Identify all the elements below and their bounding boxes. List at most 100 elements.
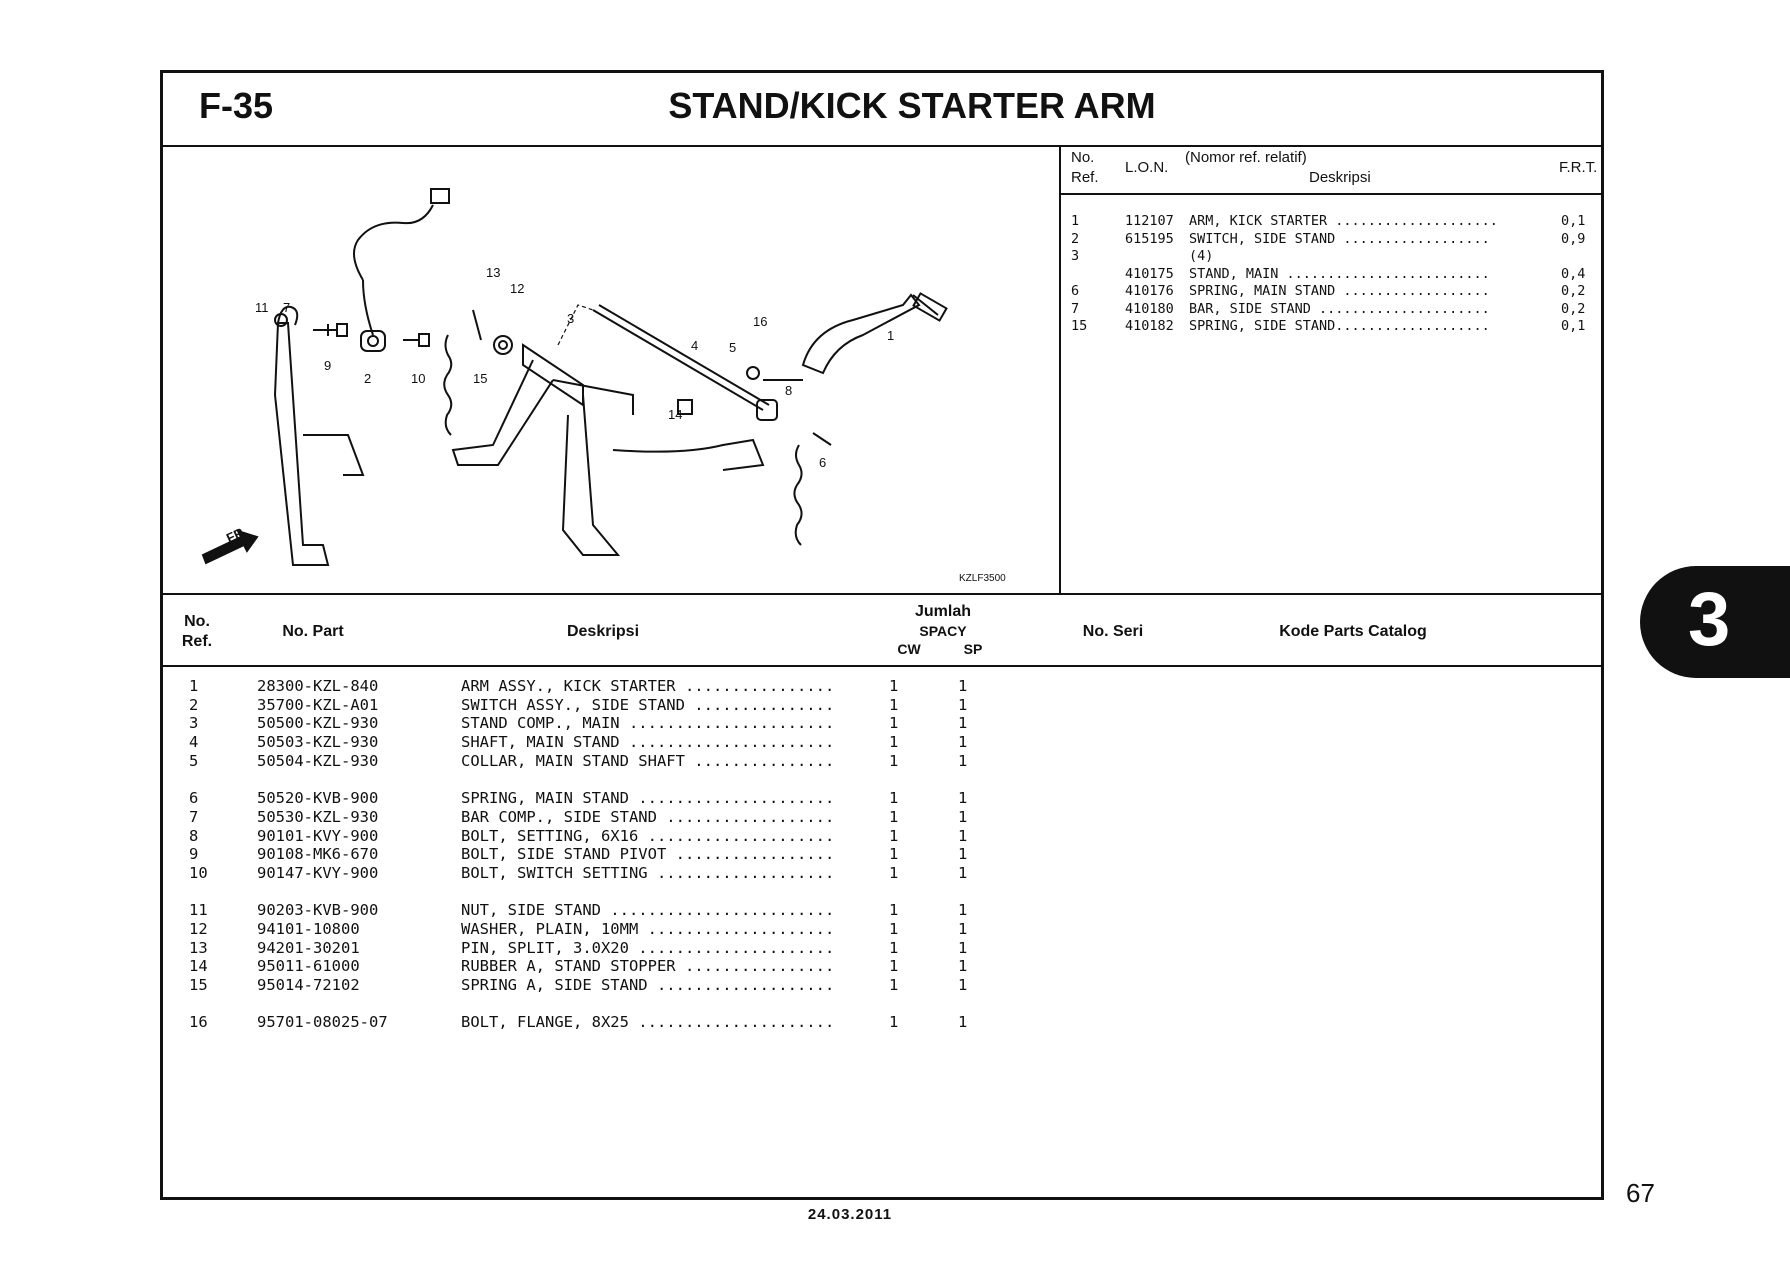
row-part-number: 90108-MK6-670 (257, 845, 379, 864)
row-description: SPRING, MAIN STAND ..................... (461, 789, 835, 808)
row-ref: 14 (189, 957, 208, 976)
row-qty-cw: 1 (889, 901, 899, 920)
header-jumlah: Jumlah (914, 603, 971, 620)
page-title: STAND/KICK STARTER ARM (668, 85, 1156, 126)
row-part-number: 50530-KZL-930 (257, 807, 379, 826)
title-bar: F-35 STAND/KICK STARTER ARM (163, 73, 1601, 147)
frt-desc: BAR, SIDE STAND ..................... (1189, 300, 1490, 317)
callout-6: 6 (819, 455, 826, 470)
frt-desc: SPRING, SIDE STAND................... (1189, 318, 1490, 334)
frt-desc: STAND, MAIN ......................... (1189, 265, 1490, 282)
callout-8: 8 (785, 383, 792, 398)
callout-11: 11 (255, 300, 269, 315)
frt-header-desc: Deskripsi (1309, 169, 1371, 186)
row-qty-cw: 1 (889, 1013, 899, 1032)
row-qty-cw: 1 (889, 733, 899, 752)
frt-row: 410175 STAND, MAIN ......................… (1059, 266, 1604, 284)
row-ref: 13 (189, 938, 208, 957)
row-part-number: 90101-KVY-900 (257, 826, 379, 845)
row-part-number: 95011-61000 (257, 957, 360, 976)
parts-illustration: 11 7 9 2 10 15 13 12 3 4 5 14 8 6 16 1 F… (201, 188, 1006, 584)
row-part-number: 28300-KZL-840 (257, 677, 379, 695)
frt-desc: SPRING, MAIN STAND .................. (1189, 283, 1490, 299)
callout-15: 15 (473, 371, 487, 386)
row-part-number: 50504-KZL-930 (257, 751, 379, 770)
frt-desc: SWITCH, SIDE STAND .................. (1189, 230, 1490, 247)
row-qty-cw: 1 (889, 863, 899, 882)
header-desc: Deskripsi (566, 623, 640, 640)
row-qty-cw: 1 (889, 677, 899, 695)
frt-ref: 15 (1071, 318, 1088, 334)
callout-13: 13 (486, 265, 500, 280)
row-ref: 9 (189, 845, 199, 864)
table-row: 11 90203-KVB-900 NUT, SIDE STAND .........… (163, 901, 1601, 920)
row-qty-sp: 1 (958, 826, 968, 845)
frt-value: 0,9 (1561, 230, 1586, 247)
row-qty-cw: 1 (889, 714, 899, 733)
parts-table-header: No. Ref. No. Part Deskripsi Jumlah SPACY… (163, 593, 1601, 667)
row-ref: 6 (189, 789, 199, 808)
catalog-frame: F-35 STAND/KICK STARTER ARM (160, 70, 1604, 1200)
frt-ref: 6 (1071, 283, 1080, 299)
row-ref: 4 (189, 733, 199, 752)
row-qty-sp: 1 (958, 845, 968, 864)
row-qty-cw: 1 (889, 919, 899, 938)
row-part-number: 95701-08025-07 (257, 1013, 388, 1032)
row-qty-cw: 1 (889, 789, 899, 808)
row-description: NUT, SIDE STAND ........................ (461, 901, 835, 920)
table-row: 14 95011-61000 RUBBER A, STAND STOPPER ...… (163, 957, 1601, 976)
chapter-tab: 3 (1640, 566, 1790, 678)
callout-5: 5 (729, 340, 736, 355)
frt-row: 3(4) (1059, 248, 1604, 266)
row-description: RUBBER A, STAND STOPPER ................ (461, 957, 835, 976)
frt-value: 0,1 (1561, 318, 1586, 334)
row-ref: 7 (189, 807, 199, 826)
row-part-number: 90203-KVB-900 (257, 901, 379, 920)
callout-12: 12 (510, 281, 524, 296)
row-part-number: 50500-KZL-930 (257, 714, 379, 733)
row-qty-sp: 1 (958, 714, 968, 733)
frt-desc: ARM, KICK STARTER .................... (1189, 213, 1498, 229)
row-qty-cw: 1 (889, 695, 899, 714)
frt-header-frt: F.R.T. (1559, 159, 1598, 176)
frt-panel: No. Ref. L.O.N. (Nomor ref. relatif) Des… (1059, 145, 1604, 593)
row-description: ARM ASSY., KICK STARTER ................ (461, 677, 835, 695)
callout-16: 16 (753, 314, 767, 329)
frt-value: 0,2 (1561, 300, 1586, 317)
callout-2: 2 (364, 371, 371, 386)
row-ref: 3 (189, 714, 199, 733)
frt-header-lon: L.O.N. (1125, 159, 1169, 176)
frt-lon: 410175 (1125, 265, 1174, 282)
row-ref: 11 (189, 901, 208, 920)
header-seri: No. Seri (1082, 623, 1144, 640)
frt-ref: 2 (1071, 230, 1080, 247)
row-ref: 15 (189, 976, 208, 994)
row-description: BOLT, SWITCH SETTING ................... (461, 863, 835, 882)
row-description: COLLAR, MAIN STAND SHAFT ............... (461, 751, 835, 770)
frt-header-no: No. (1071, 149, 1095, 166)
row-qty-sp: 1 (958, 1013, 968, 1032)
page-code: F-35 (199, 85, 274, 126)
frt-header-ref: Ref. (1071, 169, 1099, 186)
frt-lon: 112107 (1125, 213, 1174, 229)
row-qty-sp: 1 (958, 695, 968, 714)
row-qty-sp: 1 (958, 938, 968, 957)
row-ref: 8 (189, 826, 199, 845)
figure-code: KZLF3500 (959, 573, 1006, 584)
row-description: STAND COMP., MAIN ...................... (461, 714, 835, 733)
header-part: No. Part (282, 623, 344, 640)
row-qty-cw: 1 (889, 845, 899, 864)
row-part-number: 90147-KVY-900 (257, 863, 379, 882)
frt-header: No. Ref. L.O.N. (Nomor ref. relatif) Des… (1059, 145, 1604, 195)
